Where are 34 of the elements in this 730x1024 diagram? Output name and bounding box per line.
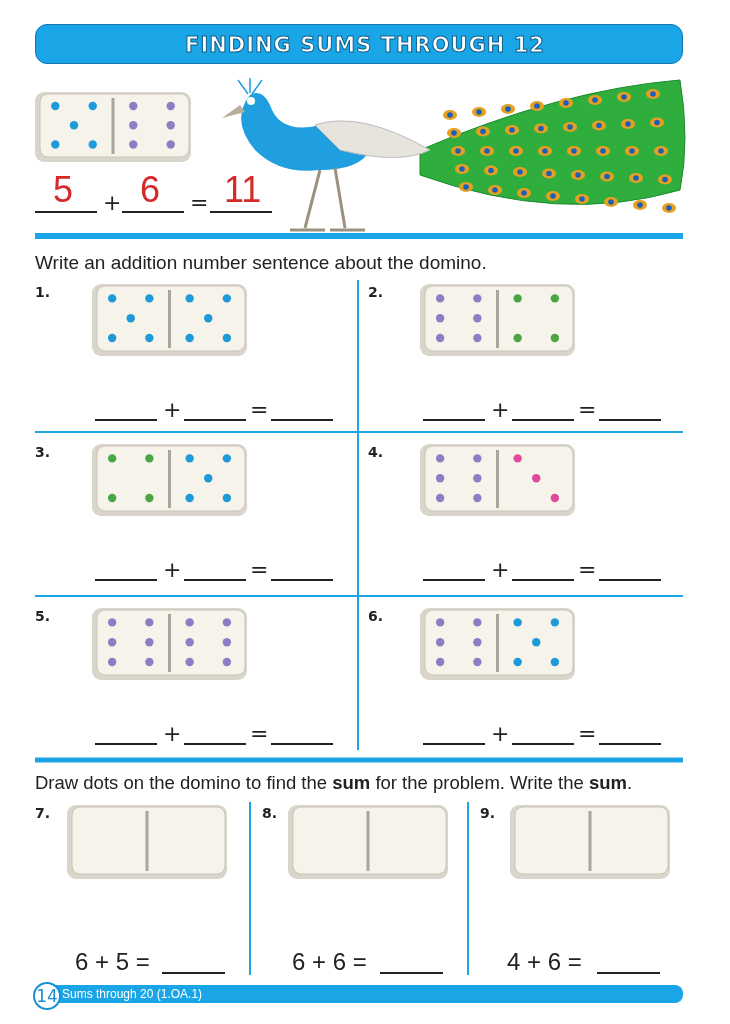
problem-number: 9. — [480, 806, 496, 820]
equals-sign: = — [578, 399, 597, 421]
answer-number: 6 — [140, 172, 161, 208]
problem-number: 5. — [35, 609, 51, 623]
addition-problem: 6 + 6 = — [292, 950, 367, 974]
page-number: 14 — [33, 982, 61, 1010]
equals-sign: = — [578, 559, 597, 581]
instruction-text: Write an addition number sentence about the domino. — [35, 253, 487, 272]
problem-number: 7. — [35, 806, 51, 820]
equals-sign: = — [250, 399, 269, 421]
problem-number: 4. — [368, 445, 384, 459]
equals-sign: = — [578, 723, 597, 745]
equals-sign: = — [250, 723, 269, 745]
answer-number: 11 — [224, 172, 262, 208]
addition-problem: 4 + 6 = — [507, 950, 582, 974]
plus-sign: + — [163, 399, 182, 421]
plus-sign: + — [103, 192, 122, 214]
plus-sign: + — [163, 559, 182, 581]
instruction-text: Draw dots on the domino to find the sum for the problem. Write the sum. — [35, 774, 633, 793]
plus-sign: + — [491, 399, 510, 421]
problem-number: 1. — [35, 285, 51, 299]
problem-number: 3. — [35, 445, 51, 459]
addition-problem: 6 + 5 = — [75, 950, 150, 974]
problem-number: 2. — [368, 285, 384, 299]
worksheet-title: FINDING SUMS THROUGH 12 — [184, 35, 546, 56]
problem-number: 6. — [368, 609, 384, 623]
problem-number: 8. — [262, 806, 278, 820]
footer-text: Sums through 20 (1.OA.1) — [62, 988, 203, 1000]
plus-sign: + — [163, 723, 182, 745]
answer-number: 5 — [53, 172, 74, 208]
equals-sign: = — [250, 559, 269, 581]
equals-sign: = — [190, 192, 209, 214]
plus-sign: + — [491, 723, 510, 745]
plus-sign: + — [491, 559, 510, 581]
